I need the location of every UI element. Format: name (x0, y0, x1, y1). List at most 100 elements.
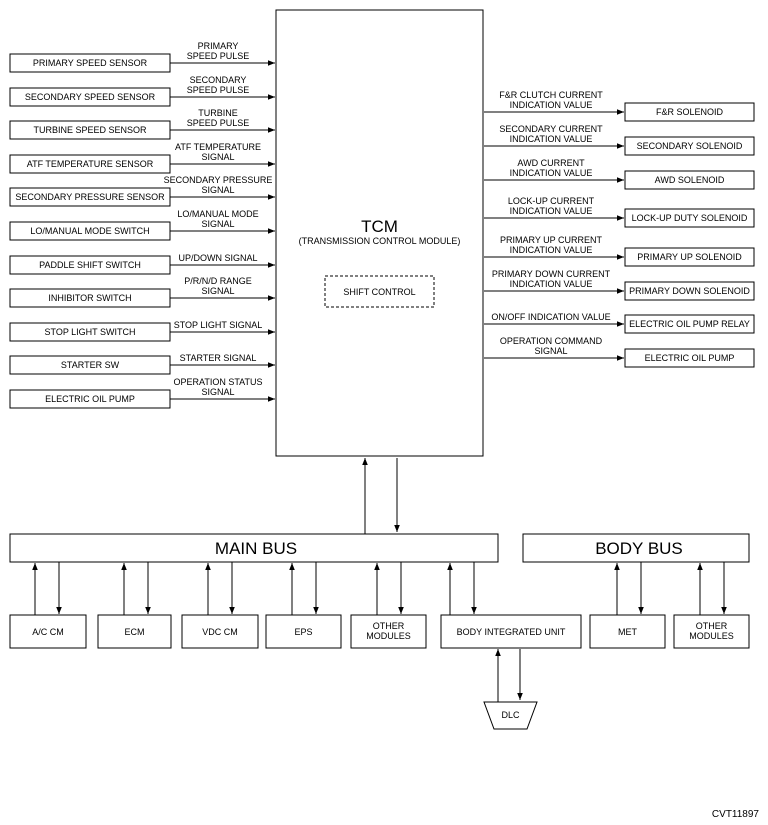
output-actuator-label: AWD SOLENOID (655, 175, 725, 185)
input-signal-label: SIGNAL (201, 185, 234, 195)
output-signal-label: PRIMARY UP CURRENT (500, 235, 603, 245)
input-sensor-label: INHIBITOR SWITCH (48, 293, 131, 303)
module-label: OTHER (373, 621, 405, 631)
input-signal-label: SIGNAL (201, 387, 234, 397)
input-signal-label: SPEED PULSE (187, 118, 250, 128)
module-label: BODY INTEGRATED UNIT (457, 627, 566, 637)
module-unit: EPS (265, 562, 342, 649)
dlc-shape (483, 701, 538, 730)
main-bus: MAIN BUS (9, 533, 499, 563)
module-box (350, 614, 427, 649)
output-signal-label: INDICATION VALUE (510, 279, 593, 289)
tcm-bus-link (362, 458, 400, 534)
body-bus-label: BODY BUS (595, 539, 683, 558)
module-label: ECM (125, 627, 145, 637)
input-sensor-label: LO/MANUAL MODE SWITCH (30, 226, 149, 236)
output-actuator-label: PRIMARY UP SOLENOID (637, 252, 742, 262)
output-signal-label: F&R CLUTCH CURRENT (499, 90, 603, 100)
module-unit: BODY INTEGRATED UNIT (440, 562, 582, 649)
input-sensor-label: STARTER SW (61, 360, 120, 370)
output-actuator-label: ELECTRIC OIL PUMP RELAY (629, 319, 750, 329)
output-actuator-box (624, 208, 755, 228)
module-box (97, 614, 172, 649)
input-sensor-label: ATF TEMPERATURE SENSOR (27, 159, 154, 169)
output-signal-label: SECONDARY CURRENT (499, 124, 603, 134)
module-box (265, 614, 342, 649)
output-signal-label: INDICATION VALUE (510, 245, 593, 255)
output-actuator-label: F&R SOLENOID (656, 107, 724, 117)
module-box (589, 614, 666, 649)
module-box (181, 614, 259, 649)
output-signal-label: INDICATION VALUE (510, 100, 593, 110)
module-label: MODULES (689, 631, 734, 641)
output-row: PRIMARY DOWN SOLENOID PRIMARY DOWN CURREN… (484, 269, 755, 301)
output-actuator-label: SECONDARY SOLENOID (637, 141, 743, 151)
input-signal-label: TURBINE (198, 108, 238, 118)
output-signal-label: AWD CURRENT (517, 158, 585, 168)
input-signal-label: SIGNAL (201, 219, 234, 229)
body-bus: BODY BUS (522, 533, 750, 563)
main-bus-label: MAIN BUS (215, 539, 297, 558)
input-signal-label: LO/MANUAL MODE (177, 209, 258, 219)
module-box (440, 614, 582, 649)
output-actuator-box (624, 170, 755, 190)
shift-control-label: SHIFT CONTROL (343, 287, 415, 297)
output-actuator-box (624, 281, 755, 301)
output-actuator-label: LOCK-UP DUTY SOLENOID (632, 213, 748, 223)
input-sensor-label: SECONDARY SPEED SENSOR (25, 92, 156, 102)
dlc-connector: DLC (483, 649, 538, 730)
output-actuator-label: ELECTRIC OIL PUMP (645, 353, 735, 363)
input-sensor-label: PRIMARY SPEED SENSOR (33, 58, 148, 68)
output-signal-label: INDICATION VALUE (510, 206, 593, 216)
module-unit: MET (589, 562, 666, 649)
tcm-subtitle: (TRANSMISSION CONTROL MODULE) (299, 236, 461, 246)
input-signal-label: SECONDARY (190, 75, 247, 85)
output-actuator-label: PRIMARY DOWN SOLENOID (629, 286, 750, 296)
module-label: EPS (294, 627, 312, 637)
output-signal-label: LOCK-UP CURRENT (508, 196, 595, 206)
output-row: SECONDARY SOLENOID SECONDARY CURRENTINDIC… (484, 124, 755, 156)
input-signal-label: UP/DOWN SIGNAL (178, 253, 257, 263)
output-row: F&R SOLENOID F&R CLUTCH CURRENTINDICATION… (484, 90, 755, 122)
input-sensor-label: STOP LIGHT SWITCH (44, 327, 135, 337)
tcm-title: TCM (361, 217, 398, 236)
tcm-box: TCM (TRANSMISSION CONTROL MODULE) SHIFT … (275, 9, 484, 457)
shift-control-box (324, 275, 435, 308)
output-signal-label: OPERATION COMMAND (500, 336, 603, 346)
output-signal-label: INDICATION VALUE (510, 134, 593, 144)
input-signal-label: SIGNAL (201, 152, 234, 162)
output-actuator-box (624, 314, 755, 334)
output-signal-label: PRIMARY DOWN CURRENT (492, 269, 611, 279)
module-label: OTHER (696, 621, 728, 631)
input-row: LO/MANUAL MODE SWITCH LO/MANUAL MODESIGNA… (9, 209, 275, 241)
module-label: MODULES (366, 631, 411, 641)
output-row: LOCK-UP DUTY SOLENOID LOCK-UP CURRENTINDI… (484, 196, 755, 228)
output-signal-label: SIGNAL (534, 346, 567, 356)
output-actuator-box (624, 102, 755, 122)
output-row: PRIMARY UP SOLENOID PRIMARY UP CURRENTIND… (484, 235, 755, 267)
figure-id: CVT11897 (712, 809, 760, 820)
input-sensor-label: TURBINE SPEED SENSOR (33, 125, 147, 135)
module-label: VDC CM (202, 627, 238, 637)
input-signal-label: ATF TEMPERATURE (175, 142, 261, 152)
input-signal-label: SECONDARY PRESSURE (164, 175, 273, 185)
module-unit: VDC CM (181, 562, 259, 649)
input-signal-label: OPERATION STATUS (173, 377, 262, 387)
